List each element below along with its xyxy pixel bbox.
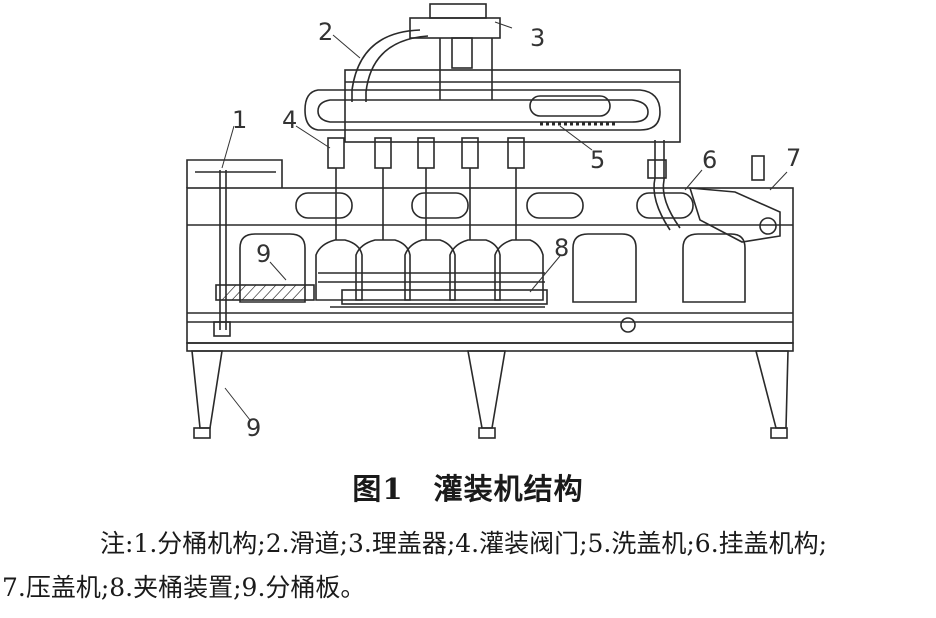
- divider-plate: [215, 284, 315, 301]
- water-buckets: [315, 239, 544, 301]
- machine-cabinet: [186, 187, 794, 344]
- callout-6: 6: [702, 146, 717, 174]
- note-line-1: 注:1.分桶机构;2.滑道;3.理盖器;4.灌装阀门;5.洗盖机;6.挂盖机构;: [100, 529, 828, 558]
- machine-legs: [186, 342, 794, 439]
- note-line-2: 7.压盖机;8.夹桶装置;9.分桶板。: [2, 573, 366, 602]
- figure-number: 图1: [352, 472, 404, 506]
- figure-caption: 图1 灌装机结构: [0, 466, 936, 508]
- separator-mechanism: [213, 170, 231, 337]
- figure-title: 灌装机结构: [433, 472, 584, 506]
- upper-frame: [344, 69, 681, 143]
- callout-1: 1: [232, 106, 247, 134]
- callout-8: 8: [554, 234, 569, 262]
- callout-2: 2: [318, 18, 333, 46]
- callout-4: 4: [282, 106, 297, 134]
- callout-9-upper: 9: [256, 240, 271, 268]
- cap-slide: [351, 29, 429, 102]
- callout-9-lower: 9: [246, 414, 261, 442]
- cabinet-windows: [295, 192, 694, 219]
- capping-press: [688, 155, 781, 243]
- clamp-rails: [318, 272, 548, 308]
- figure-note: 注:1.分桶机构;2.滑道;3.理盖器;4.灌装阀门;5.洗盖机;6.挂盖机构;…: [2, 522, 929, 610]
- callout-5: 5: [590, 146, 605, 174]
- filling-valves: [327, 137, 525, 240]
- arched-windows: [239, 233, 746, 303]
- cap-hanger: [647, 140, 681, 231]
- callout-3: 3: [530, 24, 545, 52]
- callout-7: 7: [786, 144, 801, 172]
- filling-machine-diagram: 2 3 1 4 5 6 7 8 9 9: [186, 3, 801, 442]
- cap-washer: [529, 95, 611, 117]
- cap-sorter: [409, 3, 501, 100]
